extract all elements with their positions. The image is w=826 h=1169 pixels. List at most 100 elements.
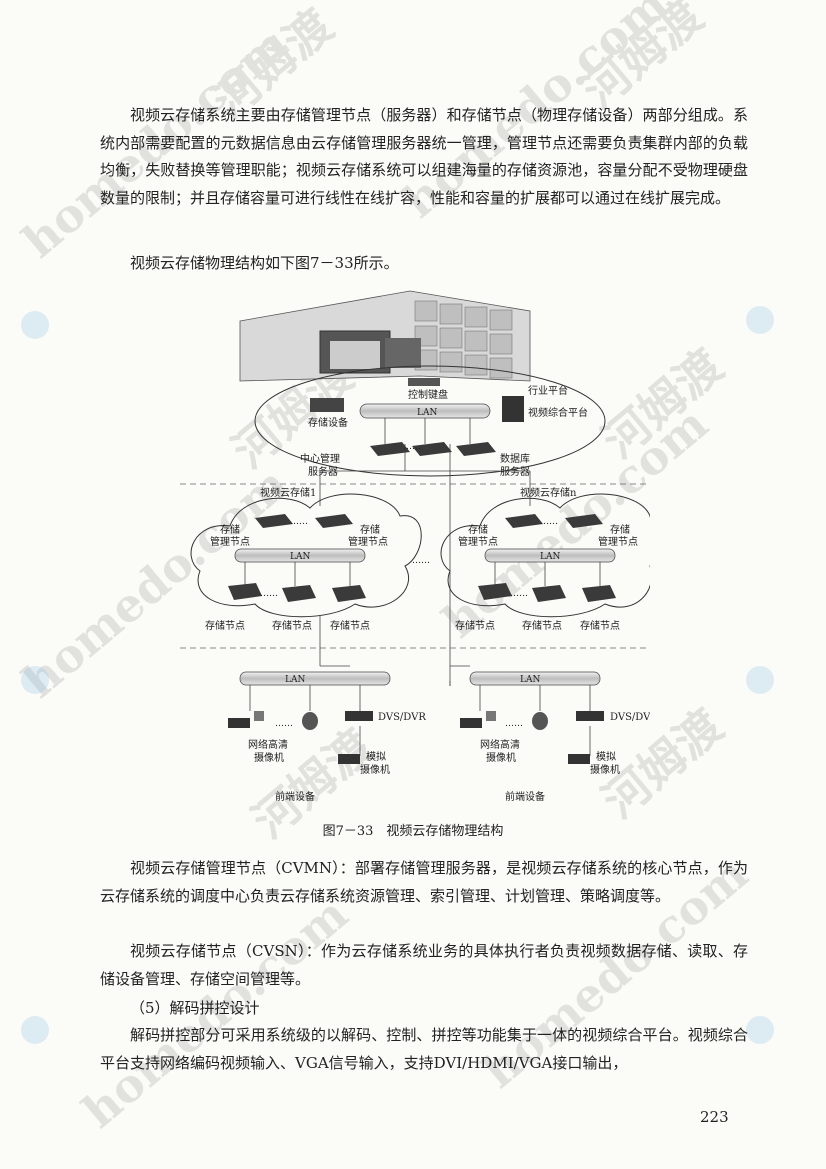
keyboard-icon: [408, 378, 440, 386]
server-icon: [505, 514, 543, 528]
storage-node-icon: [478, 583, 512, 600]
dome-camera-icon: [302, 712, 318, 730]
mgmt-node-label: 存储: [220, 523, 240, 536]
lan-pipe: [484, 548, 616, 563]
dvs-icon: [576, 711, 604, 721]
storage-node-label: 存储节点: [580, 619, 620, 632]
camera-icon: [254, 711, 264, 721]
analog-camera-label: 摄像机: [590, 763, 620, 776]
industry-platform-label: 行业平台: [528, 384, 568, 397]
lan-label: LAN: [290, 552, 310, 562]
lan-label: LAN: [520, 675, 540, 685]
storage-node-label: 存储节点: [272, 619, 312, 632]
platform-icon: [502, 396, 524, 422]
svg-text:……: ……: [403, 442, 421, 452]
cloud-right-title: 视频云存储n: [520, 486, 577, 499]
lan-pipe: [234, 548, 366, 563]
server-icon: [370, 442, 410, 456]
front-end-label: 前端设备: [275, 790, 315, 803]
camera-icon: [486, 711, 496, 721]
front-end-right: LAN …… DVS/DVR 网络高清 摄像机 模拟 摄像机 前端设备: [450, 665, 650, 803]
center-server-label: 中心管理: [300, 452, 340, 465]
storage-device-label: 存储设备: [308, 416, 348, 429]
monitor-icon: [385, 338, 421, 368]
lan-label: LAN: [540, 552, 560, 562]
flower-icon: [746, 306, 774, 334]
camera-icon: [460, 718, 482, 728]
storage-node-icon: [228, 583, 262, 600]
camera-icon: [338, 754, 360, 764]
page-number: 223: [700, 1108, 729, 1126]
paragraph-cvsn: 视频云存储节点（CVSN）：作为云存储系统业务的具体执行者负责视频数据存储、读取…: [100, 942, 748, 988]
svg-text:……: ……: [540, 517, 558, 527]
keyboard-label: 控制键盘: [408, 388, 448, 401]
svg-text:……: ……: [275, 719, 293, 729]
storage-node-label: 存储节点: [455, 619, 495, 632]
camera-icon: [568, 754, 590, 764]
server-icon: [412, 442, 452, 456]
analog-camera-label: 摄像机: [360, 763, 390, 776]
svg-text:……: ……: [290, 517, 308, 527]
cloud-left-title: 视频云存储1: [260, 486, 316, 499]
paragraph-decoding: 解码拼控部分可采用系统级的以解码、控制、拼控等功能集于一体的视频综合平台。视频综…: [100, 1026, 748, 1072]
hd-camera-label: 网络高清: [480, 738, 520, 751]
mgmt-node-label: 管理节点: [458, 535, 498, 548]
section-heading-5: （5）解码拼控设计: [130, 999, 260, 1017]
server-icon: [255, 514, 293, 528]
svg-text:……: ……: [505, 719, 523, 729]
paragraph-intro: 视频云存储系统主要由存储管理节点（服务器）和存储节点（物理存储设备）两部分组成。…: [100, 106, 748, 207]
lan-label: LAN: [285, 675, 305, 685]
lan-pipe: [469, 671, 601, 686]
flower-icon: [746, 1016, 774, 1044]
video-wall: [239, 290, 531, 382]
storage-node-label: 存储节点: [522, 619, 562, 632]
center-ellipse: [254, 365, 606, 477]
db-server-label: 服务器: [500, 465, 530, 478]
flower-icon: [21, 666, 49, 694]
mgmt-node-label: 存储: [468, 523, 488, 536]
lan-pipe: [239, 671, 391, 686]
flower-icon: [746, 666, 774, 694]
server-icon: [315, 514, 353, 528]
mgmt-node-label: 存储: [610, 523, 630, 536]
analog-camera-label: 模拟: [596, 750, 616, 763]
hd-camera-label: 网络高清: [248, 738, 288, 751]
mgmt-node-label: 管理节点: [348, 535, 388, 548]
dvs-label: DVS/DVR: [610, 712, 650, 723]
storage-node-label: 存储节点: [205, 619, 245, 632]
cloud-storage-diagram: 控制键盘 行业平台 存储设备 LAN 视频综合平台 …… 中心管理 服务器 数据…: [180, 290, 650, 803]
storage-node-icon: [582, 585, 616, 602]
storage-device-icon: [310, 398, 344, 412]
hd-camera-label: 摄像机: [254, 751, 284, 764]
monitor-icon: [330, 341, 380, 369]
dvs-label: DVS/DVR: [378, 712, 426, 723]
storage-node-icon: [282, 585, 316, 602]
cloud-left: 视频云存储1 …… 存储 管理节点 存储 管理节点 LAN …… 存储节点 存储…: [190, 486, 422, 632]
server-icon: [565, 514, 603, 528]
mgmt-node-label: 存储: [360, 523, 380, 536]
storage-node-icon: [532, 585, 566, 602]
flower-icon: [21, 1016, 49, 1044]
watermark-text: 河姆渡: [572, 0, 712, 118]
paragraph-cvmn: 视频云存储管理节点（CVMN）：部署存储管理服务器，是视频云存储系统的核心节点，…: [100, 859, 748, 905]
lan-label: LAN: [417, 408, 437, 418]
center-server-label: 服务器: [308, 465, 338, 478]
svg-text:……: ……: [260, 589, 278, 599]
svg-text:……: ……: [510, 589, 528, 599]
svg-text:……: ……: [412, 556, 430, 566]
cloud-right: 视频云存储n …… 存储 管理节点 存储 管理节点 LAN …… 存储节点 存储…: [440, 486, 650, 632]
mgmt-node-label: 管理节点: [210, 535, 250, 548]
figure-caption: 图7－33 视频云存储物理结构: [322, 824, 504, 839]
server-icon: [456, 442, 496, 456]
camera-icon: [228, 718, 250, 728]
flower-icon: [21, 311, 49, 339]
front-end-label: 前端设备: [505, 790, 545, 803]
dvs-icon: [345, 711, 373, 721]
storage-node-icon: [332, 585, 366, 602]
db-server-label: 数据库: [500, 452, 530, 465]
paragraph-figure-ref: 视频云存储物理结构如下图7－33所示。: [130, 254, 399, 272]
mgmt-node-label: 管理节点: [598, 535, 638, 548]
analog-camera-label: 模拟: [366, 750, 386, 763]
front-end-left: LAN …… DVS/DVR 网络高清 摄像机 模拟 摄像机 前端设备: [228, 671, 426, 803]
video-platform-label: 视频综合平台: [528, 406, 588, 419]
